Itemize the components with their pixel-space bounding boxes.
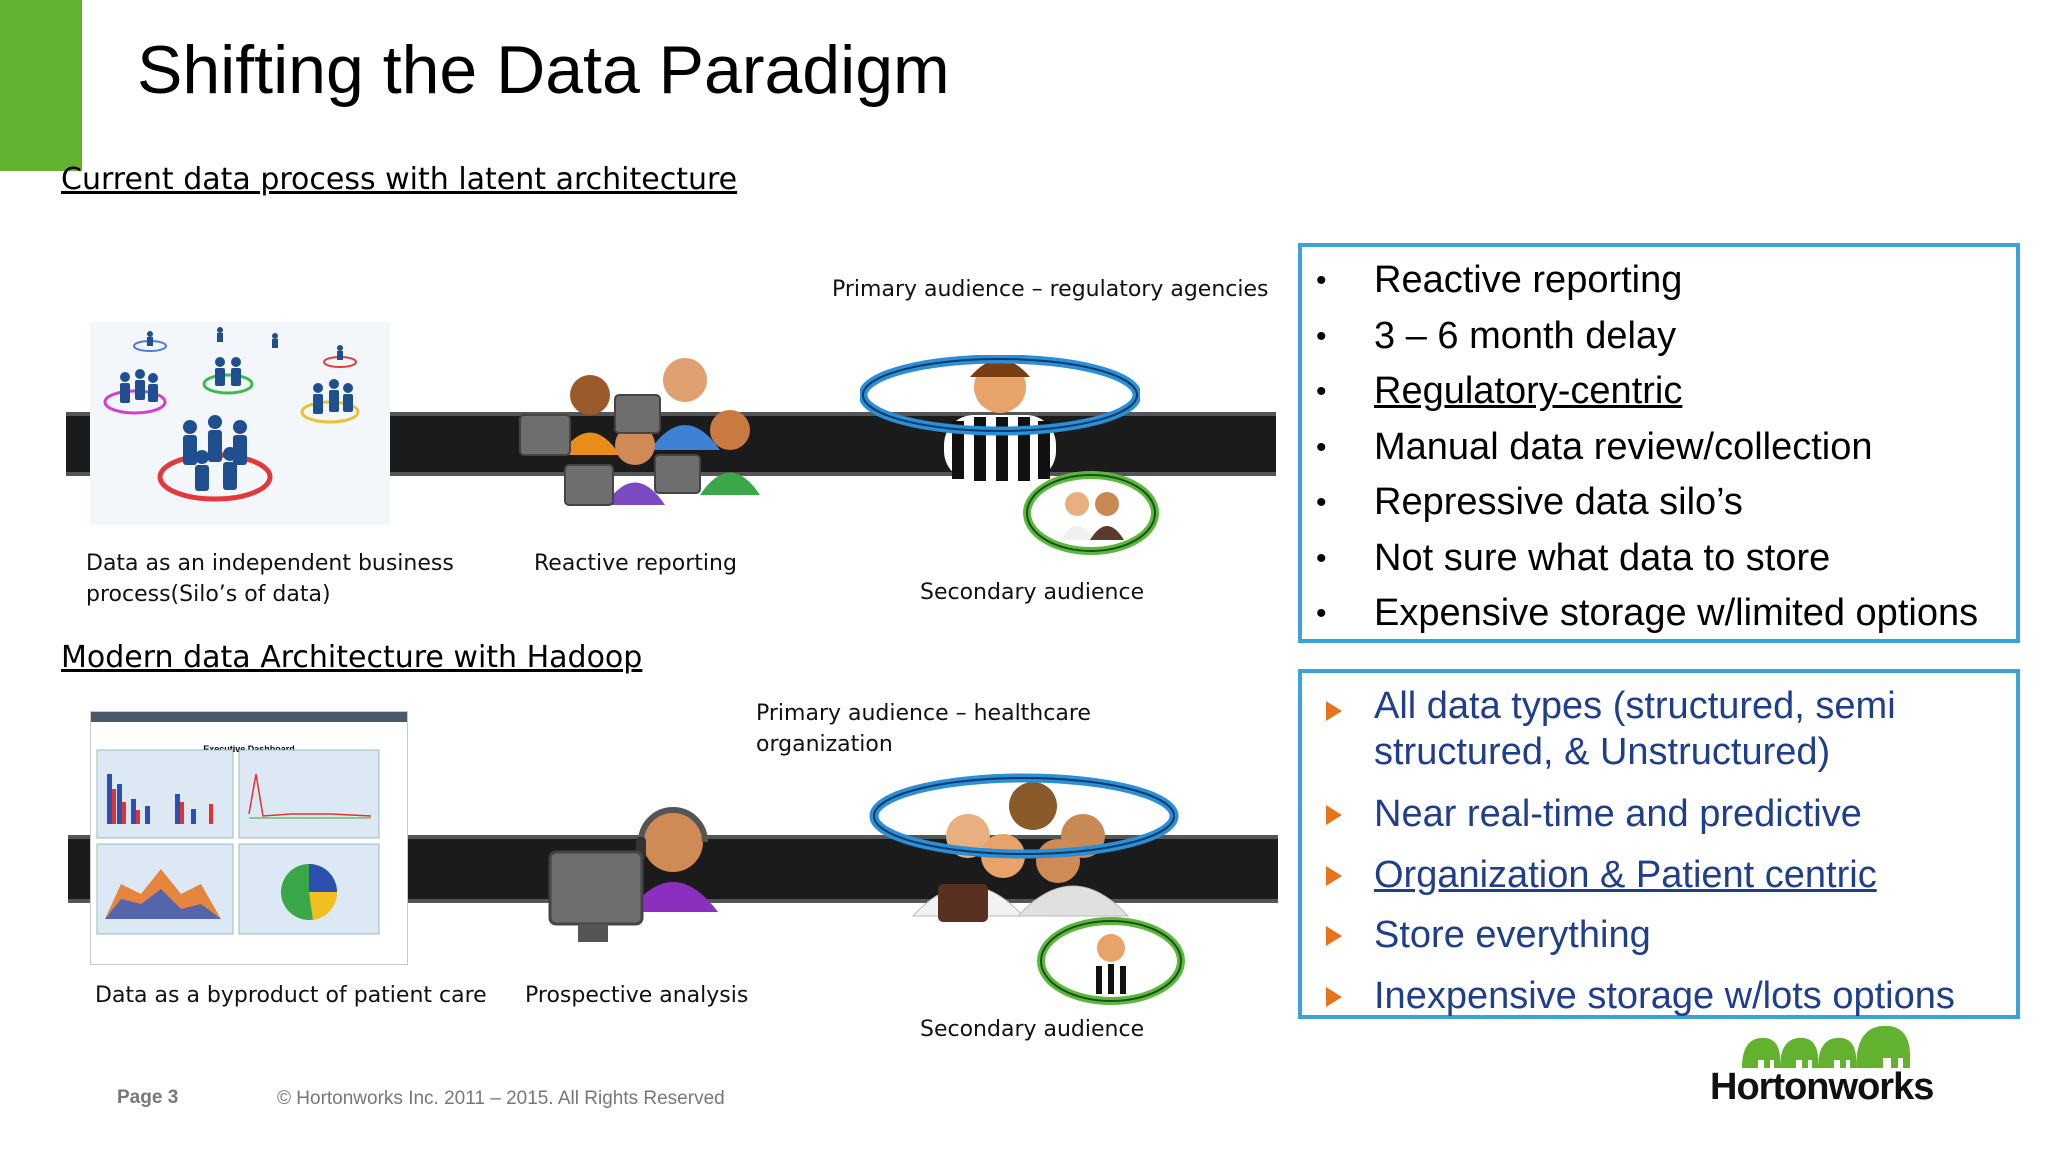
bullet-dot: • bbox=[1316, 541, 1327, 575]
bullet-dot: • bbox=[1316, 486, 1327, 519]
executive-dashboard-image: Executive Dashboard bbox=[90, 711, 408, 965]
modern-bullet: Store everything bbox=[1302, 908, 2016, 964]
modern-bullet: Near real-time and predictive bbox=[1302, 787, 2016, 843]
modern-characteristics-box: All data types (structured, semi structu… bbox=[1298, 669, 2020, 1019]
current-bullet: •Expensive storage w/limited options bbox=[1302, 586, 2016, 642]
silo-people-image bbox=[90, 322, 390, 525]
primary-audience-healthcare: Primary audience – healthcare organizati… bbox=[756, 701, 1091, 757]
accent-bar bbox=[0, 0, 82, 171]
modern-bullet: All data types (structured, semi structu… bbox=[1302, 683, 2016, 775]
silos-caption: Data as an independent business process(… bbox=[86, 551, 454, 607]
analyst-image bbox=[548, 802, 728, 952]
secondary-audience-image bbox=[1022, 470, 1160, 556]
reactive-reporting-caption: Reactive reporting bbox=[534, 551, 737, 576]
modern-section-heading: Modern data Architecture with Hadoop bbox=[61, 640, 643, 675]
current-bullet: •3 – 6 month delay bbox=[1302, 309, 2016, 365]
orange-arrow-icon bbox=[1326, 805, 1342, 825]
current-bullet: •Not sure what data to store bbox=[1302, 531, 2016, 587]
modern-bullet: Organization & Patient centric bbox=[1302, 848, 2016, 904]
dashboard-toolbar bbox=[91, 712, 407, 722]
bullet-dot: • bbox=[1316, 264, 1327, 297]
bullet-dot: • bbox=[1316, 597, 1327, 630]
primary-audience-regulatory: Primary audience – regulatory agencies bbox=[832, 277, 1269, 302]
orange-arrow-icon bbox=[1326, 701, 1342, 721]
bullet-dot: • bbox=[1316, 375, 1327, 408]
orange-arrow-icon bbox=[1326, 926, 1342, 946]
bullet-dot: • bbox=[1316, 319, 1327, 353]
current-bullet: •Repressive data silo’s bbox=[1302, 475, 2016, 531]
modern-bullet: Inexpensive storage w/lots options bbox=[1302, 969, 2016, 1025]
elephant-logo-icon bbox=[1738, 1022, 1918, 1074]
prospective-analysis-caption: Prospective analysis bbox=[525, 983, 749, 1008]
secondary-audience-caption-current: Secondary audience bbox=[920, 580, 1145, 605]
orange-arrow-icon bbox=[1326, 986, 1342, 1007]
current-section-heading: Current data process with latent archite… bbox=[61, 162, 738, 197]
dashboard-title: Executive Dashboard bbox=[203, 744, 295, 754]
regulator-image bbox=[858, 354, 1142, 485]
secondary-audience-image-modern bbox=[1036, 916, 1186, 1006]
current-bullet: •Reactive reporting bbox=[1302, 253, 2016, 309]
hortonworks-logo-text: Hortonworks bbox=[1710, 1066, 1934, 1108]
secondary-audience-caption-modern: Secondary audience bbox=[920, 1017, 1145, 1042]
current-bullet: •Regulatory-centric bbox=[1302, 364, 2016, 420]
current-bullet: •Manual data review/collection bbox=[1302, 420, 2016, 476]
page-number: Page 3 bbox=[117, 1087, 179, 1108]
slide-title: Shifting the Data Paradigm bbox=[137, 32, 950, 108]
orange-arrow-icon bbox=[1326, 865, 1342, 886]
byproduct-caption: Data as a byproduct of patient care bbox=[95, 983, 487, 1008]
bullet-dot: • bbox=[1316, 430, 1327, 464]
copyright-notice: © Hortonworks Inc. 2011 – 2015. All Righ… bbox=[277, 1088, 725, 1109]
current-characteristics-box: •Reactive reporting •3 – 6 month delay •… bbox=[1298, 243, 2020, 643]
healthcare-organization-image bbox=[868, 766, 1180, 936]
computer-workers-image bbox=[515, 355, 775, 515]
